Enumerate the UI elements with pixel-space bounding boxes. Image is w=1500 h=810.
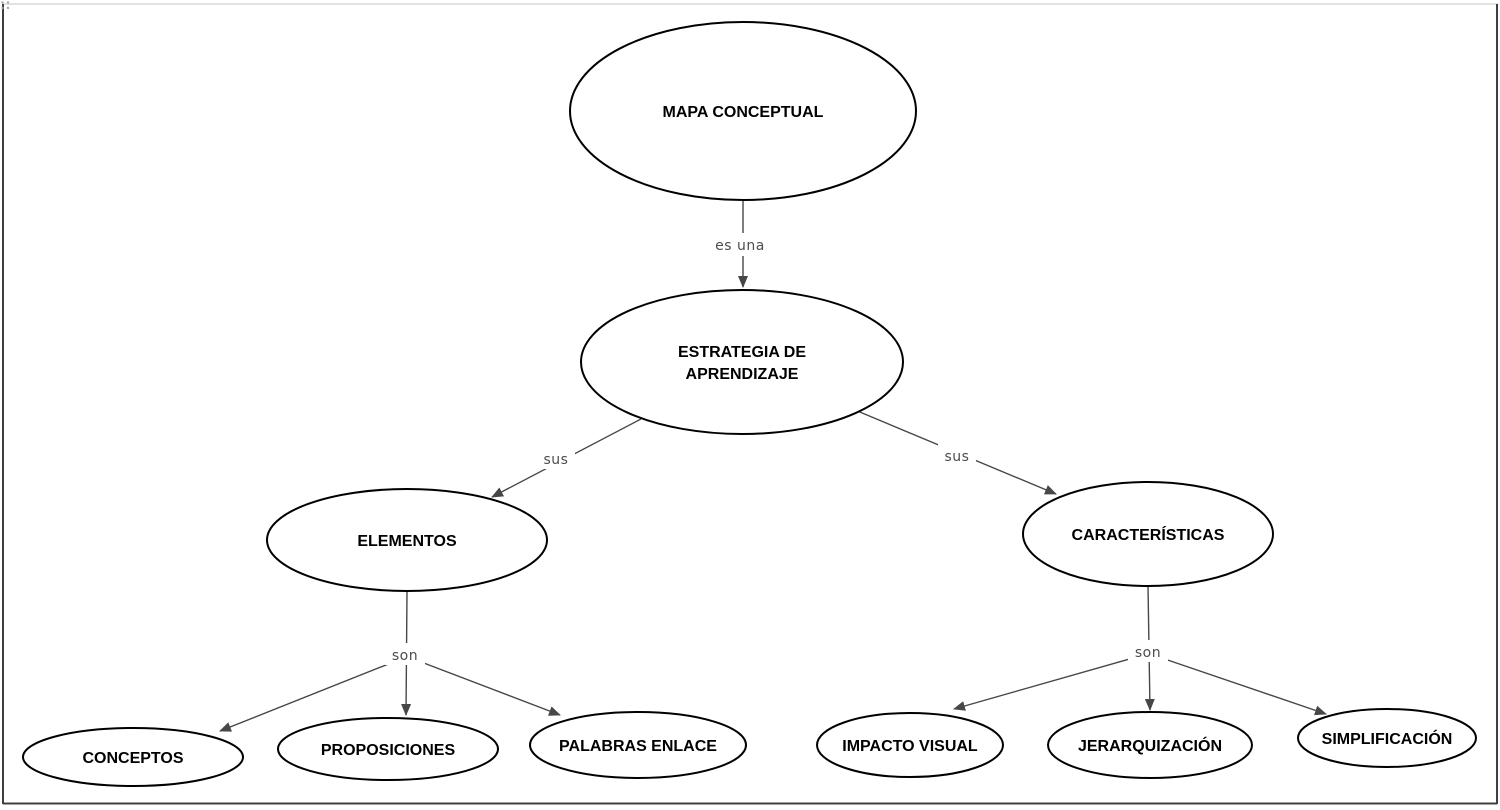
node-ellipse[interactable]: [816, 712, 1004, 778]
node-simplificacion[interactable]: SIMPLIFICACIÓN: [1297, 708, 1477, 768]
node-label: CONCEPTOS: [82, 750, 183, 767]
edge-caracteristicas-to-simplificacion: [1149, 653, 1327, 716]
node-ellipse[interactable]: [1022, 481, 1274, 587]
node-ellipse[interactable]: [277, 717, 499, 781]
edge-label-sus-left: sus: [537, 447, 575, 469]
node-label: IMPACTO VISUAL: [842, 738, 978, 755]
edge-label-text: es una: [715, 238, 765, 254]
node-label: CARACTERÍSTICAS: [1072, 525, 1225, 544]
node-mapa-conceptual[interactable]: MAPA CONCEPTUAL: [569, 21, 917, 201]
edge-label-son-left: son: [385, 643, 425, 665]
node-jerarquizacion[interactable]: JERARQUIZACIÓN: [1047, 711, 1253, 779]
node-palabras-enlace[interactable]: PALABRAS ENLACE: [529, 711, 747, 779]
node-label: MAPA CONCEPTUAL: [663, 104, 824, 121]
edge-label-text: sus: [945, 449, 970, 465]
edge-elementos-to-conceptos: [219, 656, 407, 732]
node-label-line2: APRENDIZAJE: [686, 366, 799, 383]
node-ellipse[interactable]: [529, 711, 747, 779]
node-ellipse[interactable]: [22, 727, 244, 787]
edge-label-text: sus: [544, 452, 569, 468]
edge-label-es-una: es una: [710, 233, 770, 256]
node-estrategia-de-aprendizaje[interactable]: ESTRATEGIA DE APRENDIZAJE: [580, 289, 904, 435]
edge-caracteristicas-to-impacto-visual: [953, 653, 1148, 711]
node-ellipse[interactable]: [569, 21, 917, 201]
edge-label-son-right: son: [1128, 640, 1168, 662]
node-label: SIMPLIFICACIÓN: [1322, 729, 1453, 748]
node-ellipse[interactable]: [1047, 711, 1253, 779]
node-label: PALABRAS ENLACE: [559, 738, 717, 755]
edge-label-sus-right: sus: [938, 444, 976, 466]
node-elementos[interactable]: ELEMENTOS: [266, 488, 548, 592]
node-impacto-visual[interactable]: IMPACTO VISUAL: [816, 712, 1004, 778]
node-ellipse[interactable]: [580, 289, 904, 435]
node-ellipse[interactable]: [266, 488, 548, 592]
edge-label-text: son: [392, 648, 418, 664]
node-proposiciones[interactable]: PROPOSICIONES: [277, 717, 499, 781]
node-label: JERARQUIZACIÓN: [1078, 736, 1222, 755]
edge-label-text: son: [1135, 645, 1161, 661]
corner-handle-dots: [1, 1, 10, 10]
node-label: PROPOSICIONES: [321, 742, 456, 759]
edge-elementos-to-palabras-enlace: [407, 656, 561, 716]
node-label: ELEMENTOS: [357, 533, 457, 550]
node-conceptos[interactable]: CONCEPTOS: [22, 727, 244, 787]
node-label-line1: ESTRATEGIA DE: [678, 344, 806, 361]
node-caracteristicas[interactable]: CARACTERÍSTICAS: [1022, 481, 1274, 587]
node-ellipse[interactable]: [1297, 708, 1477, 768]
